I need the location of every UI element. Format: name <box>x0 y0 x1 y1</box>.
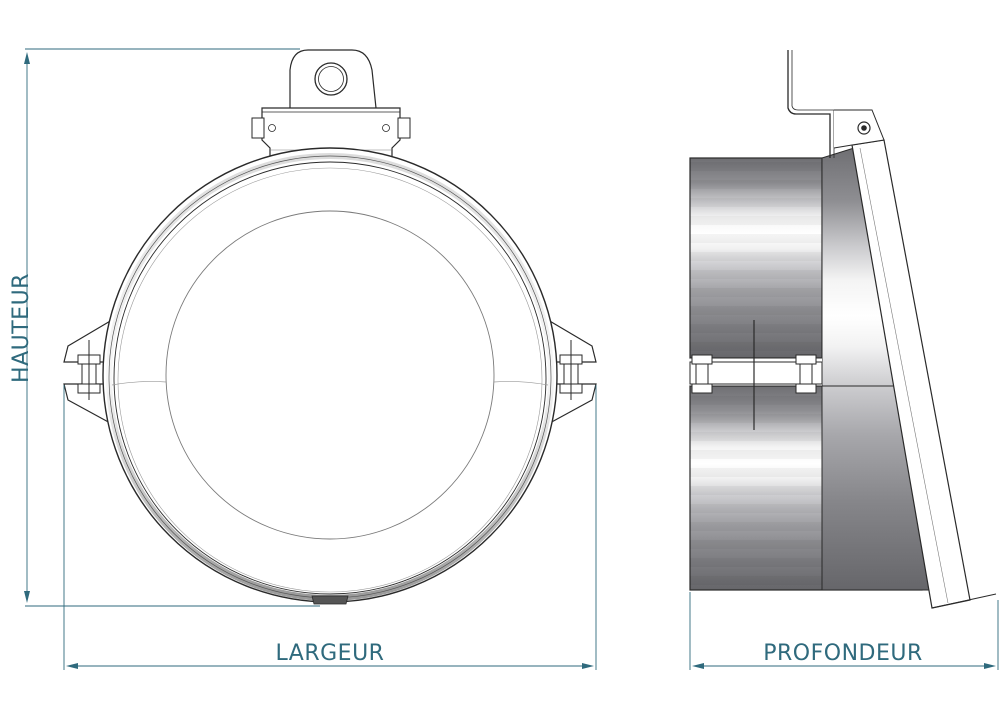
left-bolt <box>77 340 101 400</box>
height-dimension <box>24 48 320 607</box>
mid-flange <box>689 361 823 385</box>
hook-bracket <box>787 50 831 158</box>
side-view <box>689 50 997 609</box>
right-bolt <box>559 340 583 400</box>
depth-label: PROFONDEUR <box>763 641 923 666</box>
width-label: LARGEUR <box>276 641 385 666</box>
side-bolt-left <box>691 354 713 394</box>
side-bolt-right <box>795 354 817 394</box>
front-view <box>63 49 597 605</box>
depth-dimension <box>689 592 999 670</box>
bottom-clip <box>311 595 349 605</box>
lug-hole <box>314 62 348 96</box>
top-bolt-right <box>397 117 411 139</box>
inner-opening <box>165 210 495 540</box>
width-dimension <box>63 385 597 670</box>
height-label: HAUTEUR <box>9 273 34 383</box>
top-bolt-left <box>251 117 265 139</box>
